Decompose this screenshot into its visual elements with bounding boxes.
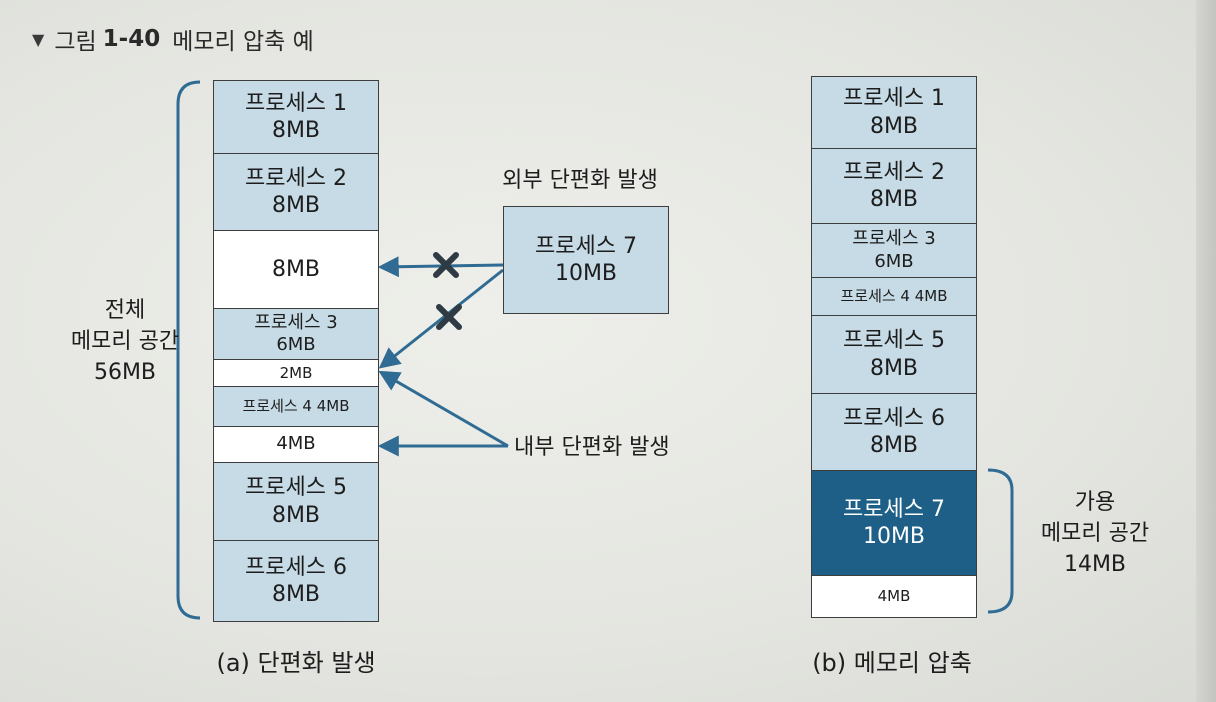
block-size: 8MB bbox=[869, 187, 919, 212]
block-size: 8MB bbox=[869, 433, 919, 458]
total-memory-label: 전체 메모리 공간 56MB bbox=[70, 296, 180, 388]
block-name: 프로세스 4 4MB bbox=[242, 397, 350, 416]
block-name: 프로세스 7 bbox=[535, 233, 637, 259]
caption-a: (a) 단편화 발생 bbox=[216, 649, 376, 677]
block-size: 8MB bbox=[271, 256, 321, 282]
block-size: 10MB bbox=[554, 261, 618, 286]
block-size: 8MB bbox=[869, 113, 919, 139]
block-size: 8MB bbox=[271, 502, 321, 528]
memory-block: 프로세스 2 8MB bbox=[214, 154, 378, 231]
memory-block: 프로세스 5 8MB bbox=[812, 316, 976, 394]
figure-number: 1-40 bbox=[102, 26, 161, 52]
figure-title: 메모리 압축 예 bbox=[172, 29, 314, 55]
available-label-line: 가용 bbox=[1074, 490, 1116, 515]
cross-icon bbox=[436, 304, 462, 330]
figure-caption: ▼ 그림 1-40 메모리 압축 예 bbox=[32, 22, 314, 56]
memory-block: 프로세스 5 8MB bbox=[214, 463, 378, 541]
memory-block: 프로세스 1 8MB bbox=[214, 81, 378, 154]
caption-b: (b) 메모리 압축 bbox=[812, 649, 972, 677]
free-hole-block: 4MB bbox=[812, 576, 976, 617]
block-size: 4MB bbox=[877, 587, 911, 606]
internal-fragmentation-label: 내부 단편화 발생 bbox=[514, 435, 670, 460]
memory-block: 프로세스 3 6MB bbox=[812, 224, 976, 278]
cross-icon bbox=[433, 252, 459, 278]
block-size: 8MB bbox=[271, 582, 321, 607]
incoming-process-box: 프로세스 7 10MB bbox=[503, 206, 669, 314]
block-size: 10MB bbox=[862, 524, 926, 549]
block-name: 프로세스 7 bbox=[843, 496, 945, 522]
block-name: 프로세스 2 bbox=[245, 165, 347, 191]
block-name: 프로세스 1 bbox=[843, 86, 945, 111]
block-size: 8MB bbox=[869, 355, 919, 381]
available-label-line: 14MB bbox=[1063, 551, 1127, 577]
block-name: 프로세스 3 bbox=[852, 228, 936, 249]
total-label-line: 56MB bbox=[93, 359, 157, 385]
block-name: 프로세스 6 bbox=[843, 405, 945, 431]
memory-block: 프로세스 7 10MB bbox=[504, 207, 668, 313]
fragmented-memory-column: 프로세스 1 8MB 프로세스 2 8MB 8MB 프로세스 3 6MB 2MB… bbox=[213, 80, 379, 622]
memory-block: 프로세스 2 8MB bbox=[812, 149, 976, 224]
free-hole-block: 2MB bbox=[214, 360, 378, 387]
free-hole-block: 8MB bbox=[214, 231, 378, 309]
memory-block: 프로세스 6 8MB bbox=[214, 541, 378, 621]
allocated-process-block: 프로세스 7 10MB bbox=[812, 471, 976, 576]
block-name: 프로세스 6 bbox=[245, 554, 347, 580]
page-edge bbox=[1196, 0, 1216, 702]
figure-label: 그림 bbox=[54, 29, 97, 55]
block-name: 프로세스 3 bbox=[254, 311, 338, 333]
free-hole-block: 4MB bbox=[214, 427, 378, 463]
memory-block: 프로세스 3 6MB bbox=[214, 309, 378, 360]
arrow-internal-to-2mb bbox=[378, 370, 509, 448]
arrow-to-2mb-hole bbox=[378, 268, 504, 369]
block-size: 8MB bbox=[271, 118, 321, 143]
total-label-line: 메모리 공간 bbox=[70, 328, 180, 354]
triangle-marker-icon: ▼ bbox=[32, 29, 45, 49]
external-fragmentation-label: 외부 단편화 발생 bbox=[502, 168, 658, 193]
block-name: 프로세스 2 bbox=[843, 159, 945, 185]
block-size: 2MB bbox=[279, 363, 313, 382]
total-label-line: 전체 bbox=[104, 298, 146, 323]
compacted-memory-column: 프로세스 1 8MB 프로세스 2 8MB 프로세스 3 6MB 프로세스 4 … bbox=[811, 76, 977, 618]
available-memory-bracket bbox=[987, 468, 1014, 614]
available-label-line: 메모리 공간 bbox=[1040, 520, 1150, 546]
block-size: 4MB bbox=[276, 433, 316, 455]
block-size: 8MB bbox=[271, 193, 321, 218]
block-name: 프로세스 4 4MB bbox=[840, 287, 948, 306]
block-name: 프로세스 1 bbox=[245, 90, 347, 116]
block-name: 프로세스 5 bbox=[245, 475, 347, 500]
memory-block: 프로세스 4 4MB bbox=[214, 387, 378, 427]
block-size: 6MB bbox=[874, 250, 914, 272]
total-memory-bracket bbox=[176, 80, 201, 620]
memory-block: 프로세스 4 4MB bbox=[812, 278, 976, 316]
block-name: 프로세스 5 bbox=[843, 328, 945, 353]
memory-block: 프로세스 6 8MB bbox=[812, 394, 976, 471]
memory-block: 프로세스 1 8MB bbox=[812, 77, 976, 149]
available-memory-label: 가용 메모리 공간 14MB bbox=[1020, 488, 1170, 580]
block-size: 6MB bbox=[276, 334, 316, 355]
